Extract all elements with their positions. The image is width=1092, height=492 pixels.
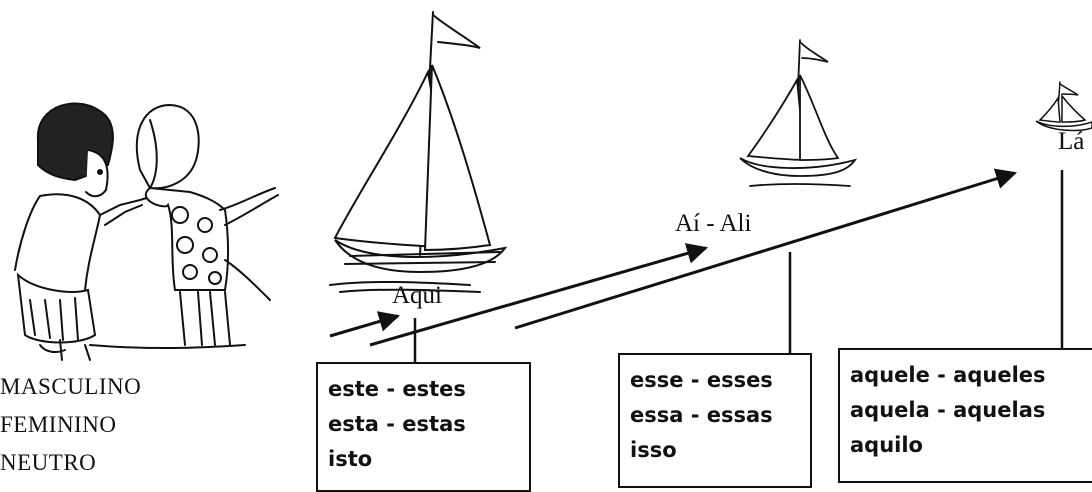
box-la-line-1: aquele - aqueles <box>850 363 1046 387</box>
sailboat-middle <box>739 39 858 187</box>
box-ali-line-2: essa - essas <box>630 403 773 427</box>
box-aqui-line-3: isto <box>328 447 373 471</box>
label-aqui: Aqui <box>392 282 442 309</box>
label-neutro: NEUTRO <box>0 450 97 475</box>
children-pointing-illustration <box>14 102 279 361</box>
box-aqui: este - estes esta - estas isto <box>316 362 531 492</box>
box-ali-line-3: isso <box>630 438 677 462</box>
label-feminino: FEMININO <box>0 412 117 437</box>
box-ali: esse - esses essa - essas isso <box>618 353 812 488</box>
box-la-line-3: aquilo <box>850 433 923 457</box>
arrow-to-la <box>514 168 1018 330</box>
arrow-to-aqui <box>329 311 401 338</box>
sailboat-far <box>1035 81 1092 132</box>
box-aqui-line-1: este - estes <box>328 377 466 401</box>
label-ai-ali: Aí - Ali <box>675 210 752 237</box>
box-aqui-line-2: esta - estas <box>328 412 466 436</box>
arrow-to-ali <box>369 243 709 347</box>
box-la-line-2: aquela - aquelas <box>850 398 1046 422</box>
label-masculino: MASCULINO <box>0 374 142 399</box>
sailboat-near <box>329 11 508 293</box>
label-la: Lá <box>1058 128 1085 155</box>
box-ali-line-1: esse - esses <box>630 368 773 392</box>
box-la: aquele - aqueles aquela - aquelas aquilo <box>838 348 1092 483</box>
